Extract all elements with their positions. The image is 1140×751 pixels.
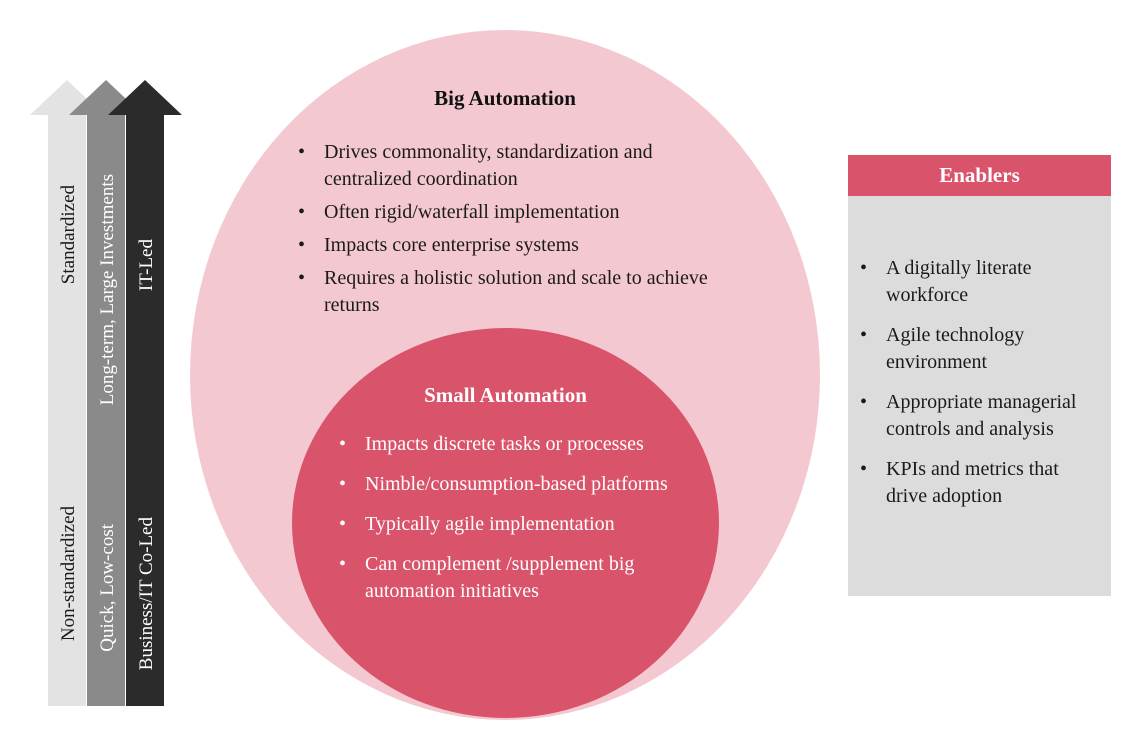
arrow-investment-bottom-label: Quick, Low-cost (96, 524, 118, 652)
enablers-list: A digitally literate workforce Agile tec… (858, 255, 1098, 523)
list-item: Impacts discrete tasks or processes (337, 431, 682, 458)
arrow-standardization-bottom-label: Non-standardized (57, 506, 79, 642)
small-automation-title: Small Automation (424, 383, 587, 407)
big-automation-list: Drives commonality, standardization and … (296, 139, 716, 325)
enablers-panel: Enablers A digitally literate workforce … (848, 155, 1111, 596)
list-item: Can complement /supplement big automatio… (337, 551, 682, 605)
arrow-leadership-bottom-label: Business/IT Co-Led (135, 517, 157, 671)
small-automation-list: Impacts discrete tasks or processes Nimb… (337, 431, 682, 618)
arrow-leadership (108, 80, 182, 706)
arrow-standardization-top-label: Standardized (57, 185, 79, 285)
list-item: A digitally literate workforce (858, 255, 1098, 309)
list-item: Requires a holistic solution and scale t… (296, 265, 716, 319)
arrow-investment (69, 80, 143, 706)
arrow-leadership-top-label: IT-Led (135, 238, 157, 292)
arrow-investment-top-label: Long-term, Large Investments (96, 174, 118, 406)
list-item: Impacts core enterprise systems (296, 232, 716, 259)
list-item: Appropriate managerial controls and anal… (858, 389, 1098, 443)
list-item: Agile technology environment (858, 322, 1098, 376)
list-item: Nimble/consumption-based platforms (337, 471, 682, 498)
big-automation-title: Big Automation (434, 86, 576, 110)
enablers-title: Enablers (848, 155, 1111, 196)
list-item: Drives commonality, standardization and … (296, 139, 716, 193)
spectrum-arrows (30, 80, 182, 706)
list-item: Often rigid/waterfall implementation (296, 199, 716, 226)
arrow-standardization (30, 80, 104, 706)
list-item: Typically agile implementation (337, 511, 682, 538)
list-item: KPIs and metrics that drive adoption (858, 456, 1098, 510)
